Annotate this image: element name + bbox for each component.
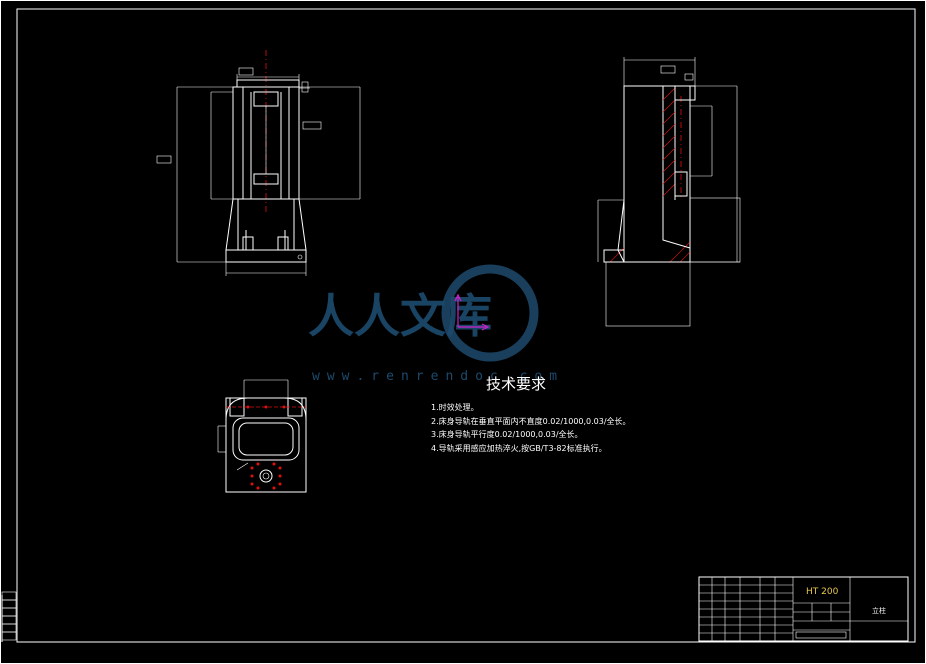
tech-requirements: 技术要求 1.时效处理。 2.床身导轨在垂直平面内不直度0.02/1000,0.…: [431, 375, 631, 453]
watermark-brand: 人人文库: [308, 289, 492, 343]
part-name: 立柱: [872, 606, 886, 615]
watermark: 人人文库 www.renrendoc.com: [308, 264, 564, 384]
tech-requirement-2: 2.床身导轨在垂直平面内不直度0.02/1000,0.03/全长。: [431, 416, 631, 426]
side-section-hatch: [609, 87, 691, 263]
top-view: [217, 379, 307, 493]
tech-requirement-1: 1.时效处理。: [431, 402, 479, 412]
tech-requirements-title: 技术要求: [486, 375, 546, 393]
bolt-holes: [246, 405, 286, 490]
front-view: [156, 50, 361, 276]
title-block: HT 200 立柱: [698, 576, 909, 642]
side-mark-boxes: [1, 591, 17, 641]
material-label: HT 200: [806, 587, 839, 597]
tech-requirement-4: 4.导轨采用感应加热淬火,按GB/T3-82标准执行。: [431, 443, 607, 453]
side-view: [597, 57, 741, 327]
watermark-url: www.renrendoc.com: [312, 369, 564, 384]
tech-requirement-3: 3.床身导轨平行度0.02/1000,0.03/全长。: [431, 429, 583, 439]
ucs-axis-icon: [454, 293, 490, 331]
